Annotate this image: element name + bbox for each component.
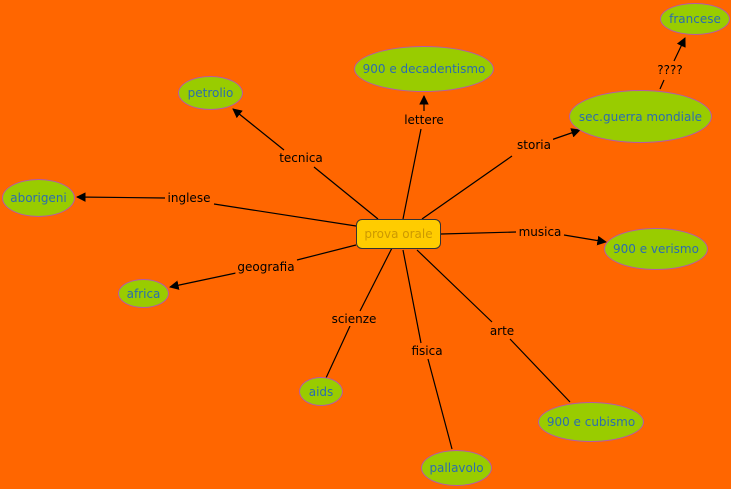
concept-pallavolo[interactable]: pallavolo <box>421 450 492 486</box>
link-label-fisica: fisica <box>409 344 445 358</box>
link-line-scienze-2 <box>325 325 351 379</box>
link-arrow-unknown <box>673 37 686 62</box>
link-line-fisica <box>402 249 422 344</box>
concept-900-decadentismo[interactable]: 900 e decadentismo <box>354 46 494 92</box>
link-arrow-storia <box>550 128 581 141</box>
link-arrow-musica <box>563 234 607 246</box>
concept-900-verismo[interactable]: 900 e verismo <box>604 228 708 270</box>
link-label-scienze: scienze <box>329 312 379 326</box>
link-line-storia <box>421 155 513 220</box>
link-label-arte: arte <box>487 324 517 338</box>
link-line-arte <box>416 249 493 323</box>
concept-petrolio[interactable]: petrolio <box>178 76 243 110</box>
concept-prova-orale[interactable]: prova orale <box>356 219 441 249</box>
concept-francese[interactable]: francese <box>660 3 730 35</box>
concept-africa[interactable]: africa <box>118 279 169 308</box>
concept-aborigeni[interactable]: aborigeni <box>2 179 75 217</box>
link-line-inglese <box>213 203 357 227</box>
link-label-inglese: inglese <box>165 191 213 205</box>
link-line-scienze <box>359 247 393 312</box>
link-arrow-geografia <box>169 272 237 290</box>
link-line-tecnica <box>313 166 379 220</box>
link-line-geografia <box>296 244 357 261</box>
link-line-lettere <box>402 128 422 220</box>
link-label-tecnica: tecnica <box>277 151 325 165</box>
link-label-unknown: ???? <box>655 63 685 77</box>
link-line-unknown <box>659 79 665 90</box>
concept-sec-guerra-mondiale[interactable]: sec.guerra mondiale <box>569 90 712 143</box>
link-arrow-inglese <box>76 192 166 202</box>
concept-aids[interactable]: aids <box>299 377 343 406</box>
link-line-musica <box>440 231 517 235</box>
link-label-storia: storia <box>515 138 553 152</box>
link-line-arte-2 <box>509 338 571 403</box>
link-label-lettere: lettere <box>402 113 446 127</box>
link-label-musica: musica <box>516 225 564 239</box>
link-label-geografia: geografia <box>235 260 297 274</box>
concept-900-cubismo[interactable]: 900 e cubismo <box>538 402 644 442</box>
link-line-fisica-2 <box>427 358 453 450</box>
link-arrow-tecnica <box>232 108 285 151</box>
